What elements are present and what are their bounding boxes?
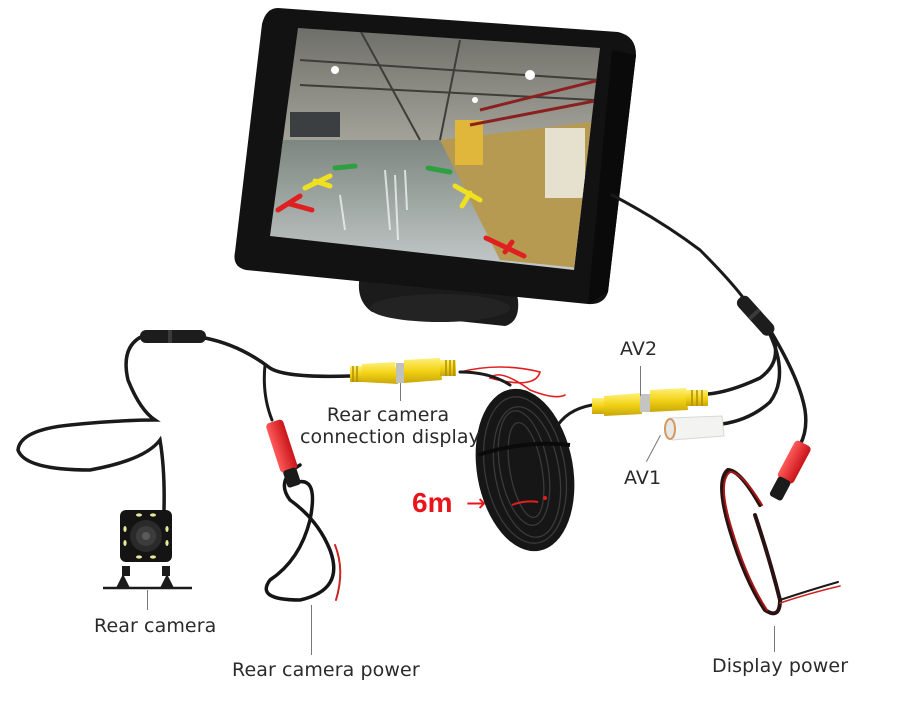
monitor-splitter-connector bbox=[736, 295, 775, 336]
label-rear-camera-power: Rear camera power bbox=[232, 659, 420, 681]
leader-line-rear-camera-connection bbox=[400, 383, 401, 401]
leader-line-rear-camera-power bbox=[311, 605, 312, 655]
label-cable-length: 6m bbox=[412, 487, 453, 518]
monitor bbox=[234, 8, 636, 326]
label-rear-camera-connection-line2: connection display bbox=[300, 426, 480, 448]
av1-rca-connector bbox=[664, 415, 725, 441]
rear-camera-power-plug bbox=[266, 419, 301, 488]
rear-camera bbox=[103, 510, 192, 590]
label-av1: AV1 bbox=[624, 467, 662, 489]
leader-line-display-power bbox=[774, 626, 775, 652]
extension-cable-coil bbox=[475, 388, 575, 552]
av2-rca-connector bbox=[592, 388, 708, 416]
camera-cable-connector bbox=[140, 330, 206, 343]
cables bbox=[16, 193, 841, 616]
label-rear-camera-connection-line1: Rear camera bbox=[326, 404, 450, 426]
leader-line-av2 bbox=[640, 366, 641, 396]
label-rear-camera-connection: Rear camera connection display bbox=[300, 404, 480, 448]
rear-camera-rca-connector bbox=[350, 358, 456, 384]
display-power-plug bbox=[769, 440, 811, 501]
label-rear-camera: Rear camera bbox=[94, 615, 217, 637]
leader-line-rear-camera bbox=[147, 590, 148, 610]
arrow-right-icon: → bbox=[466, 489, 487, 517]
label-av2: AV2 bbox=[620, 338, 658, 360]
label-display-power: Display power bbox=[712, 655, 849, 677]
